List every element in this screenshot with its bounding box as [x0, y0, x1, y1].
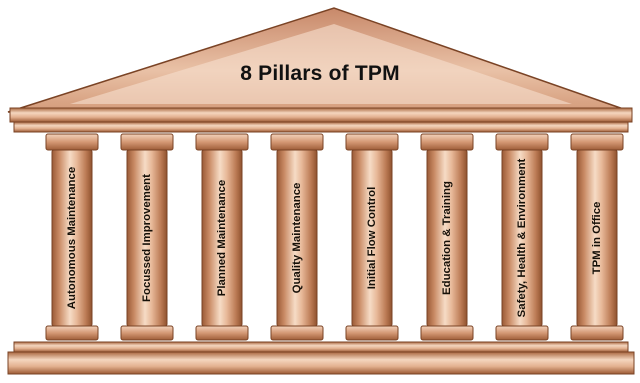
pillar [495, 133, 549, 341]
base-step-bottom [7, 351, 635, 375]
pillar-label: Planned Maintenance [216, 179, 228, 297]
pillar [420, 133, 474, 341]
pillar [195, 133, 249, 341]
pillar-base [495, 325, 549, 341]
pillar [270, 133, 324, 341]
top-beam [9, 107, 633, 123]
pillar [120, 133, 174, 341]
pillar-base [120, 325, 174, 341]
pillar-base [420, 325, 474, 341]
diagram-title: 8 Pillars of TPM [240, 62, 400, 85]
pillar-label: Education & Training [441, 181, 453, 295]
pillar-label: Autonomous Maintenance [66, 166, 78, 310]
pillar-label: Safety, Health & Environment [516, 158, 528, 318]
pillar-base [195, 325, 249, 341]
pillar-label: Focussed Improvement [141, 174, 153, 302]
pillar [570, 133, 624, 341]
pillar-base [45, 325, 99, 341]
base-step-top [13, 341, 629, 353]
pillar-label: Quality Maintenance [291, 182, 303, 294]
pillar-base [570, 325, 624, 341]
pillar-base [345, 325, 399, 341]
pillar [345, 133, 399, 341]
top-beam-lower [13, 121, 629, 133]
pillar-label: Initial Flow Control [366, 186, 378, 290]
pillar-base [270, 325, 324, 341]
roof-inner-triangle [70, 24, 572, 104]
pillars-group [45, 133, 624, 341]
pillar [45, 133, 99, 341]
pillar-label: TPM in Office [591, 201, 603, 275]
